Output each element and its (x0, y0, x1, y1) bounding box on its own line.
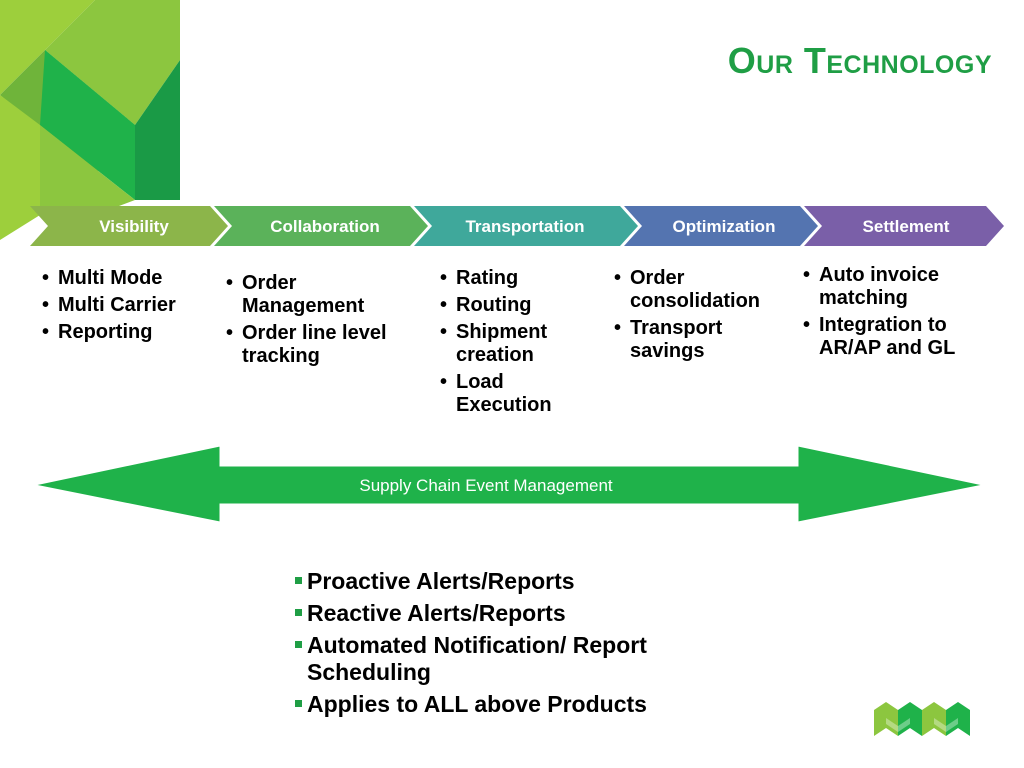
page-title: Our Technology (727, 40, 992, 81)
decorative-corner-graphic (0, 0, 180, 240)
alerts-list: Proactive Alerts/Reports Reactive Alerts… (294, 568, 727, 723)
step-settlement: Settlement (804, 206, 1004, 246)
collaboration-list: Order Management Order line level tracki… (224, 272, 404, 372)
chevron-settlement (804, 206, 1004, 246)
chevron-collaboration (214, 206, 428, 246)
optimization-list: Order consolidation Transport savings (612, 267, 792, 367)
list-item: Shipment creation (438, 321, 588, 367)
step-label-settlement: Settlement (863, 217, 950, 236)
list-item: Load Execution (438, 371, 588, 417)
list-item: Reactive Alerts/Reports (294, 600, 727, 627)
step-transportation: Transportation (414, 206, 638, 246)
list-item: Automated Notification/ Report Schedulin… (294, 632, 727, 686)
green-square-bullet-icon (295, 609, 302, 616)
settlement-list: Auto invoice matching Integration to AR/… (801, 264, 981, 364)
step-label-collaboration: Collaboration (270, 217, 380, 236)
event-arrow-label: Supply Chain Event Management (359, 476, 613, 495)
green-square-bullet-icon (295, 641, 302, 648)
list-item: Reporting (40, 321, 215, 344)
list-item: Multi Mode (40, 267, 215, 290)
chevron-transportation (414, 206, 638, 246)
process-chevron-bar: Visibility Collaboration Transportation … (30, 206, 1004, 246)
green-square-bullet-icon (295, 577, 302, 584)
transportation-list: Rating Routing Shipment creation Load Ex… (438, 267, 588, 421)
step-label-optimization: Optimization (673, 217, 776, 236)
step-optimization: Optimization (624, 206, 818, 246)
step-collaboration: Collaboration (214, 206, 428, 246)
step-visibility: Visibility (30, 206, 228, 246)
list-item: Transport savings (612, 317, 792, 363)
list-item: Applies to ALL above Products (294, 691, 727, 718)
list-item: Auto invoice matching (801, 264, 981, 310)
list-item: Multi Carrier (40, 294, 215, 317)
list-item: Order line level tracking (224, 322, 404, 368)
step-label-transportation: Transportation (465, 217, 584, 236)
chevron-optimization (624, 206, 818, 246)
company-logo-icon (874, 702, 970, 736)
step-label-visibility: Visibility (99, 217, 169, 236)
list-item: Integration to AR/AP and GL (801, 314, 981, 360)
chevron-visibility (30, 206, 228, 246)
list-item: Routing (438, 294, 588, 317)
green-square-bullet-icon (295, 700, 302, 707)
list-item: Order Management (224, 272, 404, 318)
list-item: Proactive Alerts/Reports (294, 568, 727, 595)
list-item: Rating (438, 267, 588, 290)
visibility-list: Multi Mode Multi Carrier Reporting (40, 267, 215, 348)
double-arrow-shape (34, 445, 984, 523)
event-management-arrow: Supply Chain Event Management (34, 445, 984, 523)
list-item: Order consolidation (612, 267, 792, 313)
